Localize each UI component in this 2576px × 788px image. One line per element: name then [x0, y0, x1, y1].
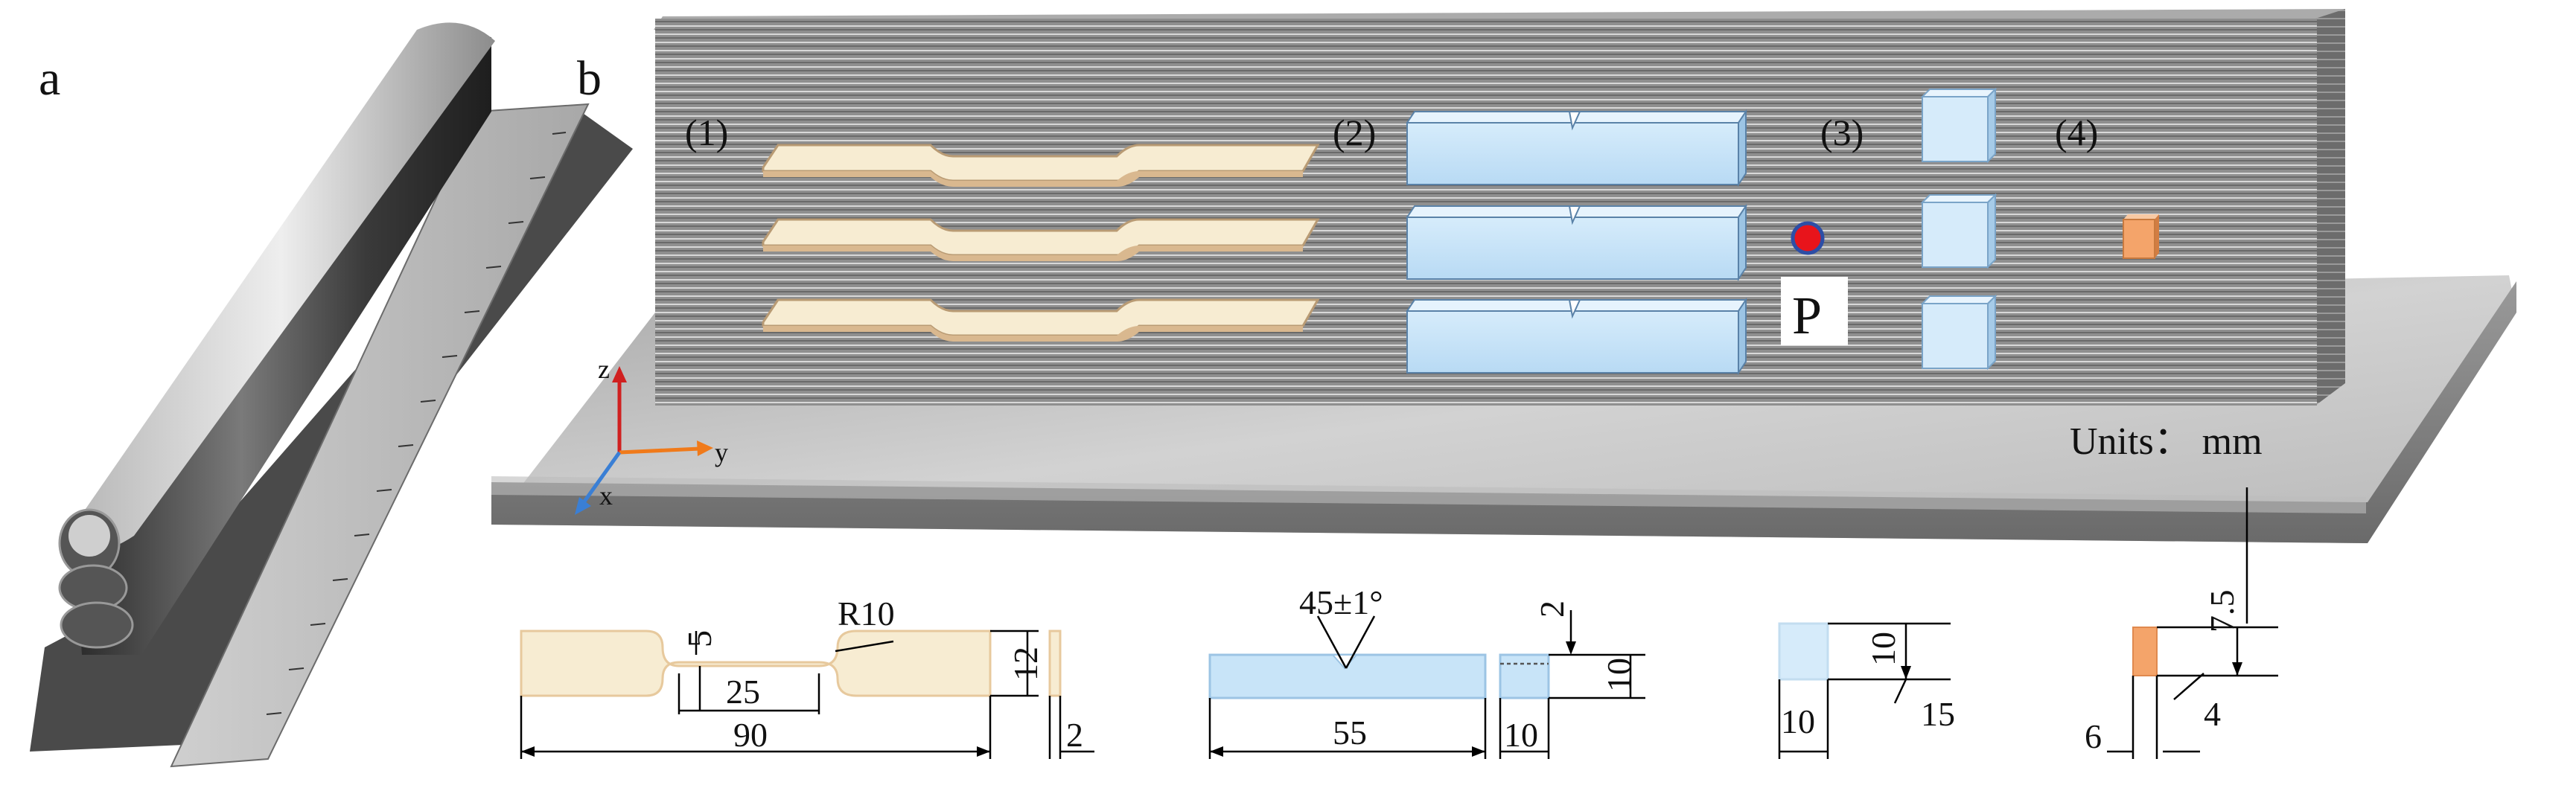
ruler-ticks [266, 132, 567, 715]
units-label: Units： mm [2070, 420, 2263, 463]
impact-angle-dim: 45±1° [1299, 583, 1383, 621]
cube-specimen [1920, 87, 1998, 164]
tensile-drawing [520, 630, 1094, 759]
impact-width-dim: 10 [1504, 716, 1538, 754]
group-label-4: (4) [2055, 112, 2098, 153]
cube-specimen [1920, 294, 1998, 371]
small-height-dim: 7.5 [2203, 590, 2241, 633]
small-width-dim: 6 [2085, 717, 2102, 755]
ruler [170, 103, 590, 768]
group-label-3: (3) [1820, 112, 1864, 153]
tensile-specimen [762, 218, 1320, 261]
tensile-notch-dim: 5 [680, 630, 718, 647]
impact-specimen [1406, 203, 1747, 282]
coordinate-axes: z y x [575, 354, 728, 515]
tensile-specimen [762, 298, 1320, 342]
wall-top-bead [67, 22, 495, 551]
tensile-specimens [762, 144, 1320, 342]
impact-specimen [1406, 109, 1747, 188]
cube-depth-dim: 15 [1921, 695, 1955, 733]
axis-label-y: y [715, 438, 728, 467]
panel-label-b: b [577, 51, 602, 106]
tensile-width-dim: 12 [1007, 647, 1045, 681]
cube-drawing [1778, 622, 1951, 759]
substrate-plate-front [491, 281, 2516, 543]
wall-block-side [2315, 9, 2345, 406]
cube-specimen [1920, 193, 1998, 269]
tensile-radius-dim: R10 [838, 595, 895, 632]
small-depth-dim: 4 [2204, 695, 2221, 733]
group-label-1: (1) [685, 112, 728, 153]
cube-width-dim: 10 [1781, 702, 1815, 740]
tensile-gauge-dim: 25 [726, 673, 760, 711]
cube-specimens [1920, 87, 1998, 371]
axis-label-z: z [598, 354, 610, 384]
impact-specimens [1406, 109, 1747, 376]
tensile-specimen [762, 144, 1320, 187]
panel-label-a: a [39, 51, 60, 106]
point-p-label-box [1781, 277, 1848, 345]
impact-notch-dim: 2 [1533, 600, 1571, 618]
cube-height-dim: 10 [1864, 632, 1902, 666]
impact-length-dim: 55 [1333, 714, 1367, 752]
wall-photo [30, 22, 633, 768]
wall-end-layers [58, 508, 134, 649]
group-label-2: (2) [1333, 112, 1376, 153]
small-specimen [2123, 214, 2159, 259]
point-p-marker [1791, 221, 1825, 255]
impact-specimen [1406, 297, 1747, 376]
impact-height-dim: 10 [1600, 658, 1638, 692]
tensile-thickness-dim: 2 [1066, 716, 1083, 754]
impact-drawing [1208, 610, 1645, 759]
axis-label-x: x [599, 481, 613, 510]
point-p-label: P [1792, 286, 1822, 345]
tensile-length-dim: 90 [733, 716, 768, 754]
small-drawing [2107, 487, 2278, 759]
